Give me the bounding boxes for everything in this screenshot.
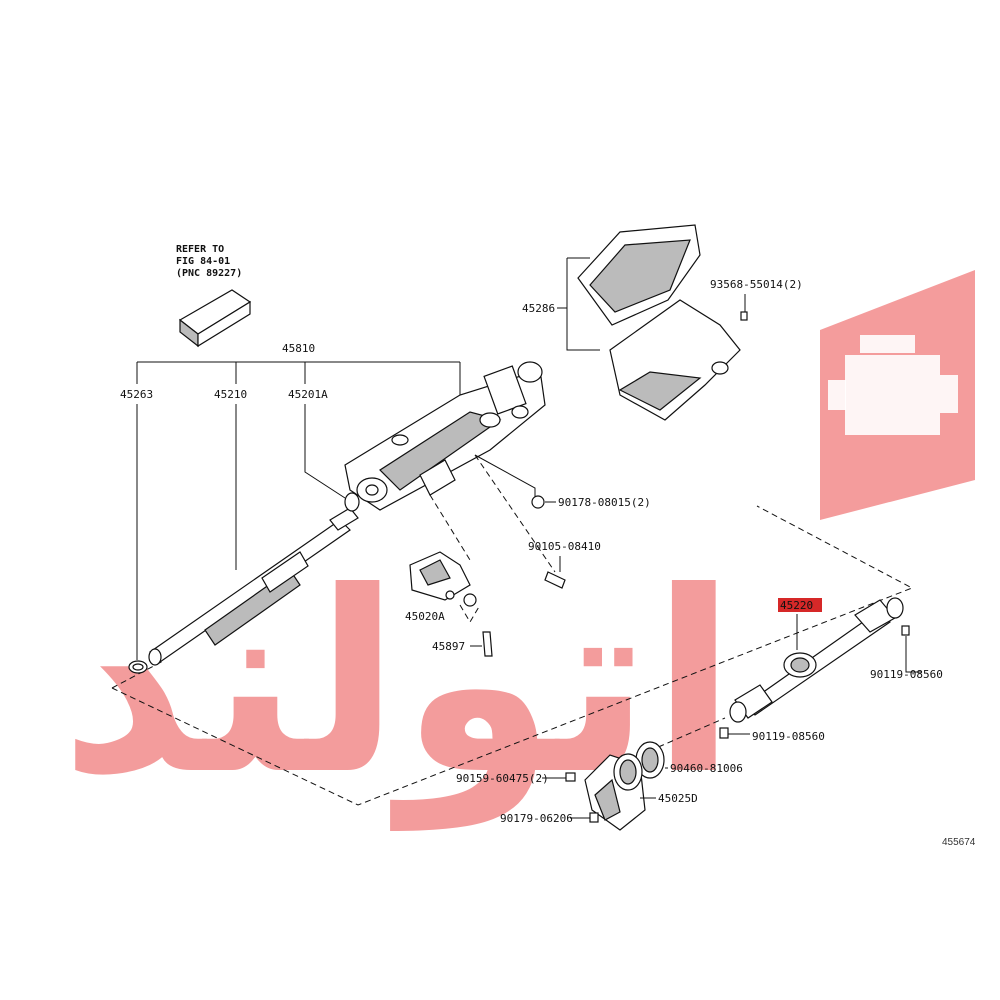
label-45810: 45810 <box>282 342 315 355</box>
refer-note: REFER TO FIG 84-01 (PNC 89227) <box>176 244 242 279</box>
label-45220: 45220 <box>780 599 813 612</box>
label-90460: 90460-81006 <box>670 762 743 775</box>
refer-note-line-2: FIG 84-01 <box>176 256 230 267</box>
highlight-45220 <box>778 598 822 612</box>
bolt-90119-lower <box>719 727 729 739</box>
label-45263: 45263 <box>120 388 153 401</box>
label-45201A: 45201A <box>288 388 328 401</box>
nut-90179 <box>589 812 599 823</box>
label-45286: 45286 <box>522 302 555 315</box>
figure-id: 455674 <box>942 837 976 848</box>
label-90178: 90178-08015(2) <box>558 496 651 509</box>
nut-90178 <box>531 495 545 509</box>
leader-90119-upper <box>905 636 922 673</box>
bolt-90105 <box>544 571 566 589</box>
steering-column-assembly <box>344 361 546 511</box>
label-90119-upper: 90119-08560 <box>870 668 943 681</box>
boot-45025D <box>584 753 646 831</box>
leader-column-bolt <box>474 454 536 498</box>
column-cover-45286 <box>577 224 741 421</box>
label-90179: 90179-06206 <box>500 812 573 825</box>
assembly-outline <box>111 505 914 806</box>
intermediate-shaft-45210 <box>148 507 359 666</box>
leader-45201A <box>304 404 346 499</box>
refer-note-line-1: REFER TO <box>176 244 224 255</box>
label-45210: 45210 <box>214 388 247 401</box>
tilt-lever-45020A <box>409 551 477 607</box>
bolt-90119-upper <box>901 625 910 636</box>
refer-note-line-3: (PNC 89227) <box>176 268 242 279</box>
engine-icon <box>820 270 975 520</box>
label-93568: 93568-55014(2) <box>710 278 803 291</box>
label-90105: 90105-08410 <box>528 540 601 553</box>
label-45897: 45897 <box>432 640 465 653</box>
seal-ring-45201A <box>344 492 360 512</box>
label-90159: 90159-60475(2) <box>456 772 549 785</box>
watermark: اتولند <box>60 270 975 831</box>
screw-93568 <box>740 311 748 321</box>
label-45020A: 45020A <box>405 610 445 623</box>
screw-90159 <box>565 772 576 782</box>
label-45025D: 45025D <box>658 792 698 805</box>
universal-joint-shaft-45220 <box>729 597 904 723</box>
seal-ring-inner <box>132 663 144 671</box>
connector-part <box>178 289 252 348</box>
label-90119-lower: 90119-08560 <box>752 730 825 743</box>
bolt-45897 <box>482 631 493 657</box>
leader-45286 <box>566 258 600 351</box>
